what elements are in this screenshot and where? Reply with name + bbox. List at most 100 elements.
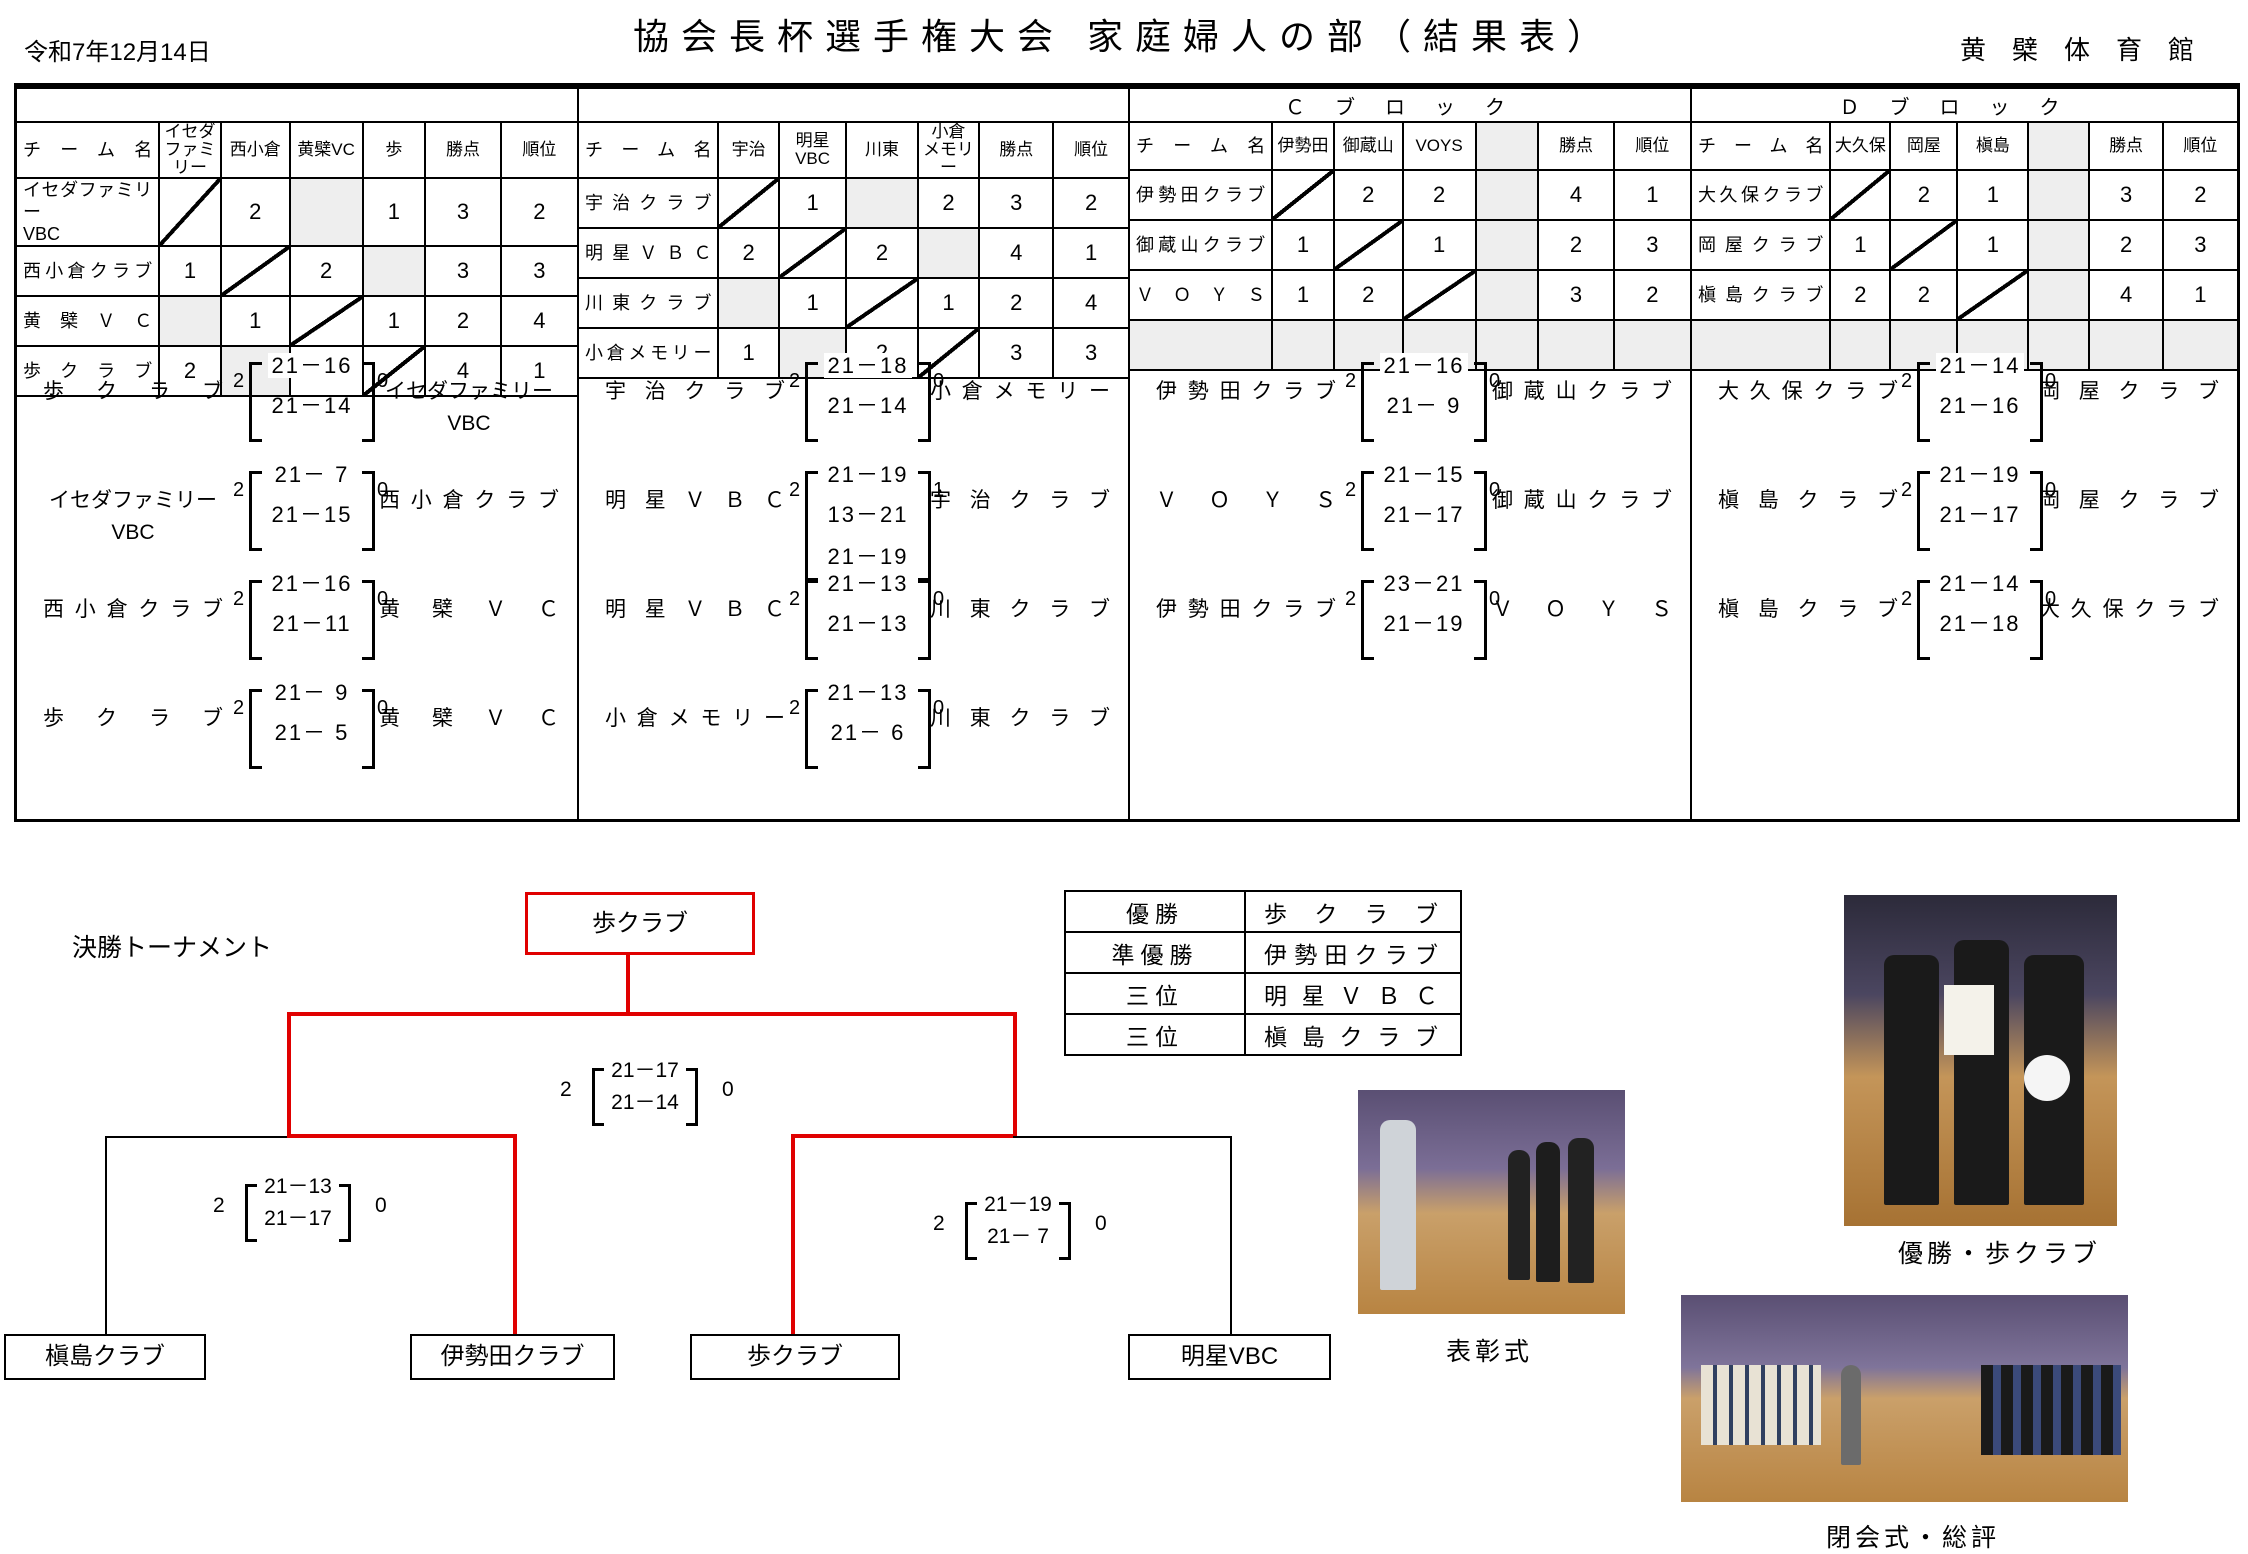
column-header: 順位 [2161,121,2237,171]
set-score-text: 21－14 [1935,353,2025,378]
block-title-row [17,87,577,123]
set-score-text: 21－16 [267,571,357,596]
set-score: 21－17 [1364,497,1484,529]
score-bracket: 21－15 21－17 [1361,462,1487,551]
team-name: 明星ＶＢＣ [579,227,720,279]
person-figure [1536,1142,1560,1282]
points-cell: 3 [2088,169,2164,221]
left-team: 明星ＶＢＣ [605,485,785,517]
result-cell: 2 [1332,169,1404,221]
column-header [2027,121,2091,171]
bracket-line [791,1134,1017,1138]
right-sets: 0 [933,588,945,610]
left-team: 槇島クラブ [1718,485,1898,517]
set-score-text: 21－19 [823,544,913,569]
rank-cell: 3 [1612,219,1690,271]
right-team-name: ＶＯＹＳ [1492,598,1672,621]
rank-cell: 4 [499,295,577,347]
set-score-text: 21－ 7 [270,462,354,487]
left-team-name: 明星ＶＢＣ [605,598,785,621]
set-score-text: 21－15 [1379,462,1469,487]
points-cell: 2 [424,295,502,347]
points-cell: 2 [2088,219,2164,271]
set-score: 21－14 [1920,348,2040,380]
points-cell: 3 [424,177,502,247]
points-cell: 3 [1537,269,1615,321]
standing-label: 優勝 [1064,890,1246,933]
set-score-text: 21－17 [1939,502,2021,527]
diagonal-cell [288,295,364,347]
team-name: 御蔵山クラブ [1130,219,1274,271]
diagonal-cell [845,277,919,329]
right-sets: 0 [377,479,389,501]
team-name: ＶＯＹＳ [1130,269,1274,321]
tournament-team: 明星VBC [1128,1334,1331,1380]
block-title [17,87,577,123]
left-sets: 2 [1345,588,1357,610]
score-bracket: 21－ 7 21－15 [249,462,375,551]
column-header: 伊勢田 [1271,121,1335,171]
column-header: 順位 [1612,121,1690,171]
set-score: 21－16 [252,348,372,380]
sets-left: 2 [213,1194,225,1217]
set-score: 21－ 7 [968,1220,1068,1250]
set-score: 21－19 [968,1188,1068,1218]
right-team: 大久保クラブ [2039,594,2219,626]
column-header: チーム名 [17,121,161,179]
diagonal-cell [777,227,848,279]
column-header: 御蔵山 [1332,121,1404,171]
diagonal-cell [1889,219,1959,271]
rank-cell: 3 [499,245,577,297]
points-cell: 4 [424,345,502,397]
set-score: 21－17 [595,1054,695,1084]
winner-photo [1844,895,2117,1226]
set-score-text: 21－19 [823,462,913,487]
set-score: 21－15 [252,497,372,529]
set-score-text: 21－17 [264,1207,332,1230]
standing-row: 優勝歩クラブ [1064,890,1462,933]
points-cell: 4 [1537,169,1615,221]
right-sets: 0 [1489,479,1501,501]
result-cell: 1 [1271,219,1335,271]
person-figure [1841,1365,1861,1465]
team-name: 川東クラブ [579,277,720,329]
set-score-text: 21－11 [272,611,352,636]
left-team: 歩クラブ [43,376,223,408]
result-cell: 1 [1956,169,2030,221]
set-score-text: 21－14 [271,393,353,418]
left-team: 宇治クラブ [605,376,785,408]
team-name: イセダファミリー VBC [17,177,161,247]
points-cell: 4 [978,227,1055,279]
set-score-text: 21－18 [1939,611,2021,636]
person-figure [1884,955,1939,1205]
sets-right: 0 [722,1078,734,1101]
points-cell: 3 [424,245,502,297]
rank-cell: 1 [1612,169,1690,221]
column-header: イセダ ファミリー [158,121,222,179]
set-score-text: 21－16 [267,353,357,378]
result-cell [2027,269,2091,321]
result-cell: 1 [1956,219,2030,271]
left-team: 小倉メモリー [605,703,785,735]
set-score-text: 21－16 [1939,393,2021,418]
set-score-text: 21－ 9 [1386,393,1462,418]
column-header: 岡屋 [1889,121,1959,171]
result-cell: 1 [916,277,981,329]
right-sets: 0 [933,370,945,392]
column-header: チーム名 [1130,121,1274,171]
